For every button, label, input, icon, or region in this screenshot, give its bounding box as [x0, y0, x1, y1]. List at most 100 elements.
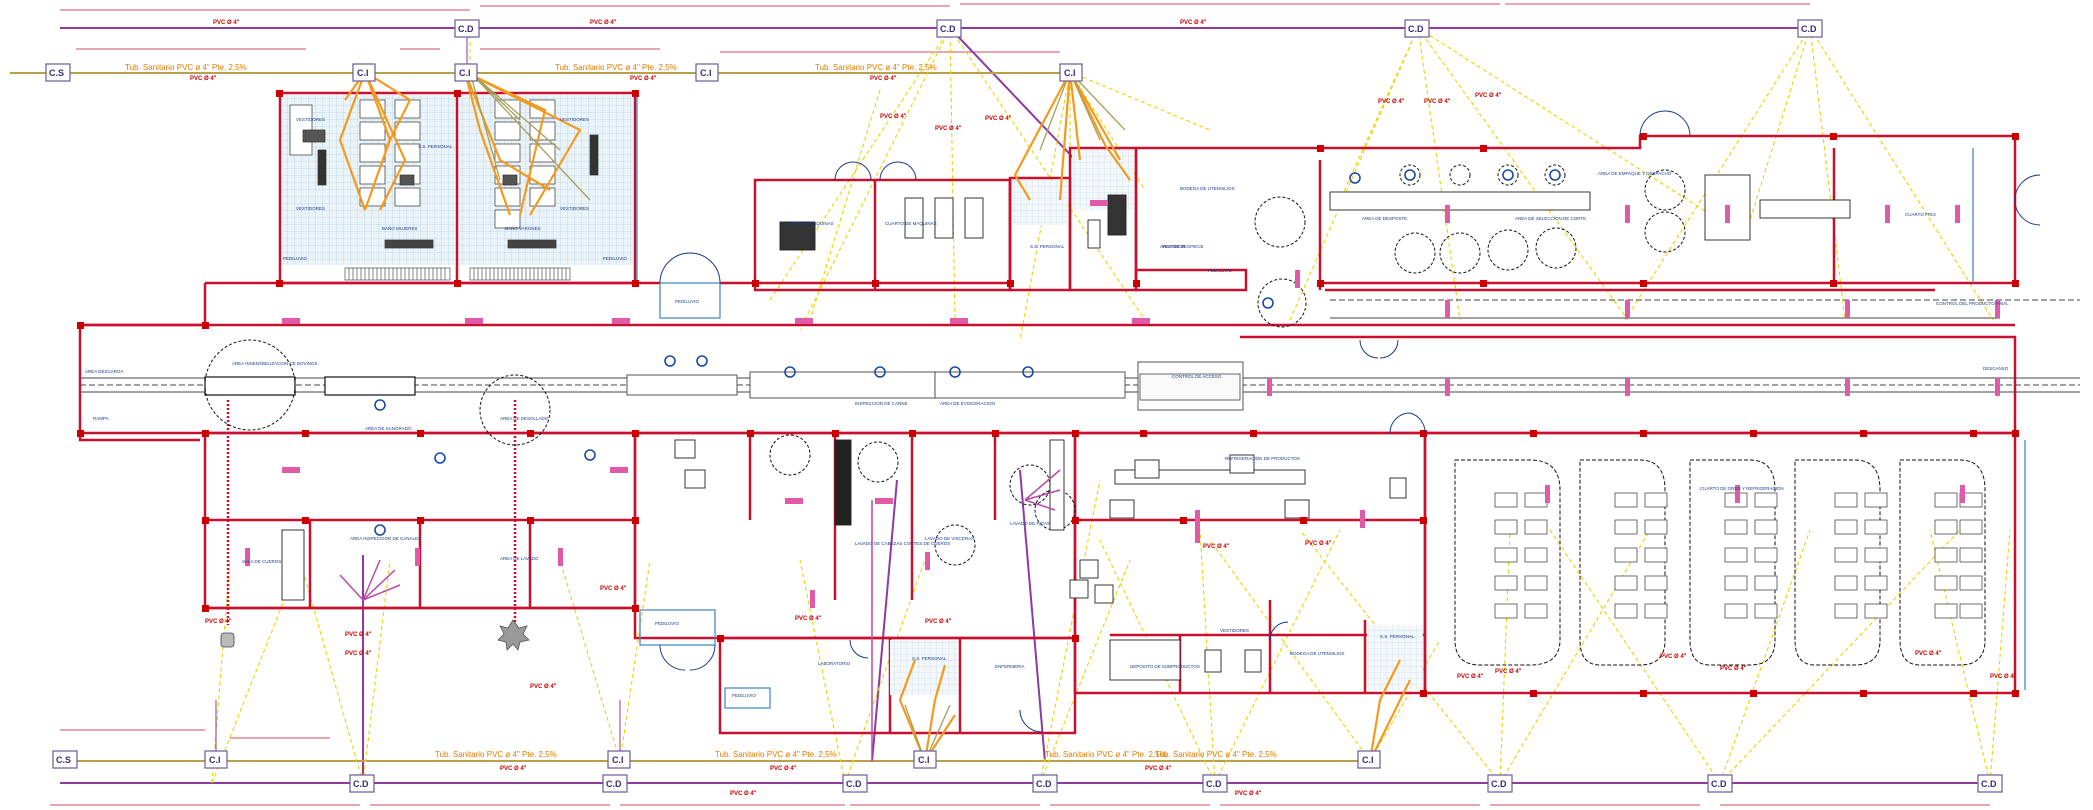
node-box: C.D: [1202, 774, 1228, 793]
node-box: C.D: [1487, 774, 1513, 793]
node-box: C.I: [695, 63, 719, 82]
svg-text:C.D: C.D: [846, 779, 862, 789]
pvc-label: PVC Ø 4": [925, 619, 952, 625]
building-walls: [78, 91, 2017, 735]
svg-text:C.I: C.I: [918, 755, 930, 765]
node-box: C.D: [936, 19, 962, 38]
room-label: BAÑO VARONES: [505, 225, 541, 231]
red-dotted-verticals: [226, 400, 517, 625]
room-label: AREA DE EVISCERACION: [940, 401, 995, 406]
room-label: BODEGA DE UTENSILIOS: [1180, 186, 1235, 191]
svg-text:C.S: C.S: [49, 68, 64, 78]
room-label: LAVADO DE CABEZAS CORTES DE CUEROS: [855, 541, 950, 546]
room-label: AREA DE DESPIECE: [1160, 244, 1204, 249]
pipe-label: Tub. Sanitario PVC ø 4" Pte. 2,5%: [1045, 750, 1167, 759]
tile-floor-ss-a: [1012, 180, 1068, 225]
pvc-label: PVC Ø 4": [190, 76, 217, 82]
pvc-label: PVC Ø 4": [213, 20, 240, 26]
room-label: BODEGA DE UTENSILIOS: [1290, 651, 1345, 656]
room-label: LAVADO DE VISCERAS: [925, 536, 974, 541]
room-label: S.S. PERSONAL: [418, 144, 453, 149]
pvc-label: PVC Ø 4": [600, 586, 627, 592]
svg-text:C.I: C.I: [1362, 755, 1374, 765]
svg-text:C.D: C.D: [1206, 779, 1222, 789]
svg-text:C.D: C.D: [1408, 24, 1424, 34]
pvc-label: PVC Ø 4": [1378, 99, 1405, 105]
svg-text:C.I: C.I: [357, 68, 369, 78]
svg-text:C.I: C.I: [612, 755, 624, 765]
room-label: VESTIDORES: [296, 117, 325, 122]
cold-room-rails: [1454, 459, 1986, 666]
weight-marker: [220, 632, 235, 648]
node-box: C.D: [1797, 19, 1823, 38]
room-label: DEPOSITO DE SUBPRODUCTOS: [1130, 664, 1200, 669]
sanitary-lines: [10, 72, 1370, 762]
svg-text:C.D: C.D: [1491, 779, 1507, 789]
magenta-branches: [339, 469, 1061, 762]
node-box: C.D: [1404, 19, 1430, 38]
pvc-label: PVC Ø 4": [770, 766, 797, 772]
blue-accent-walls: [636, 93, 2026, 709]
pipe-label: Tub. Sanitario PVC ø 4" Pte. 2,5%: [125, 63, 247, 72]
node-box: C.I: [454, 63, 478, 82]
pipe-label: Tub. Sanitario PVC ø 4" Pte. 2,5%: [815, 63, 937, 72]
pvc-label: PVC Ø 4": [1720, 666, 1747, 672]
locker-grilles: [344, 267, 571, 281]
pvc-main-lines: [60, 27, 1990, 784]
tile-floor-ss-d: [1367, 625, 1423, 690]
equipment-circles: [204, 164, 1686, 566]
pvc-label: PVC Ø 4": [205, 619, 232, 625]
door-swings: [659, 110, 2041, 733]
olive-sanitary-branches: [469, 71, 1126, 762]
pipe-label: Tub. Sanitario PVC ø 4" Pte. 2,5%: [555, 63, 677, 72]
pvc-label: PVC Ø 4": [1203, 544, 1230, 550]
pvc-label: PVC Ø 4": [730, 791, 757, 797]
svg-text:C.D: C.D: [353, 779, 369, 789]
pvc-label: PVC Ø 4": [345, 651, 372, 657]
pvc-label: PVC Ø 4": [1305, 541, 1332, 547]
room-label: AREA DE DESOLLADO: [500, 416, 549, 421]
pvc-label: PVC Ø 4": [590, 20, 617, 26]
svg-text:C.I: C.I: [700, 68, 712, 78]
room-label: S.S. PERSONAL: [912, 656, 947, 661]
pvc-label: PVC Ø 4": [530, 684, 557, 690]
room-label: S.S. PERSONAL: [1380, 634, 1415, 639]
node-box: C.I: [913, 750, 937, 769]
node-box: C.D: [349, 774, 375, 793]
pvc-label: PVC Ø 4": [870, 76, 897, 82]
machinery: [281, 174, 1851, 681]
room-label: PEDILUVIO: [655, 621, 680, 626]
pvc-label: PVC Ø 4": [935, 126, 962, 132]
room-label: LABORATORIO: [818, 661, 851, 666]
room-label: S.S. PERSONAL: [1030, 244, 1065, 249]
tile-floor-ss-c: [890, 640, 958, 695]
room-label: VESTIDORES: [296, 206, 325, 211]
pvc-label: PVC Ø 4": [795, 616, 822, 622]
node-box: C.D: [1707, 774, 1733, 793]
room-label: PEDILUVIO: [732, 693, 757, 698]
wash-nozzle-icons: [374, 169, 1561, 536]
svg-text:C.D: C.D: [606, 779, 622, 789]
room-label: AREA DE SELECCION DE CORTE: [1515, 216, 1586, 221]
room-label: AREA INSENSIBILIZACION DE BOVINOS: [232, 361, 318, 366]
room-label: INSPECCION DE CARNE: [855, 401, 908, 406]
node-box: C.I: [1059, 63, 1083, 82]
room-label: VESTIDORES: [560, 206, 589, 211]
floor-drains: [245, 200, 2000, 608]
room-label: CONTROL DE ACCESO: [1172, 374, 1222, 379]
svg-text:C.D: C.D: [1801, 24, 1817, 34]
svg-text:C.D: C.D: [458, 24, 474, 34]
pvc-label: PVC Ø 4": [1915, 651, 1942, 657]
svg-text:C.D: C.D: [1711, 779, 1727, 789]
node-box: C.I: [352, 63, 376, 82]
pvc-label: PVC Ø 4": [1457, 674, 1484, 680]
room-label: VESTIDOR: [1162, 244, 1186, 249]
room-label: CONTROL DEL PRODUCTO FINAL: [1936, 301, 2009, 306]
room-label: PEDILUVIO: [603, 256, 628, 261]
room-label: PEDILUVIO: [675, 299, 700, 304]
pvc-label: PVC Ø 4": [1145, 766, 1172, 772]
room-label: AREA DE LAVADO: [500, 556, 539, 561]
pvc-label: PVC Ø 4": [1424, 99, 1451, 105]
node-box: C.D: [454, 19, 480, 38]
